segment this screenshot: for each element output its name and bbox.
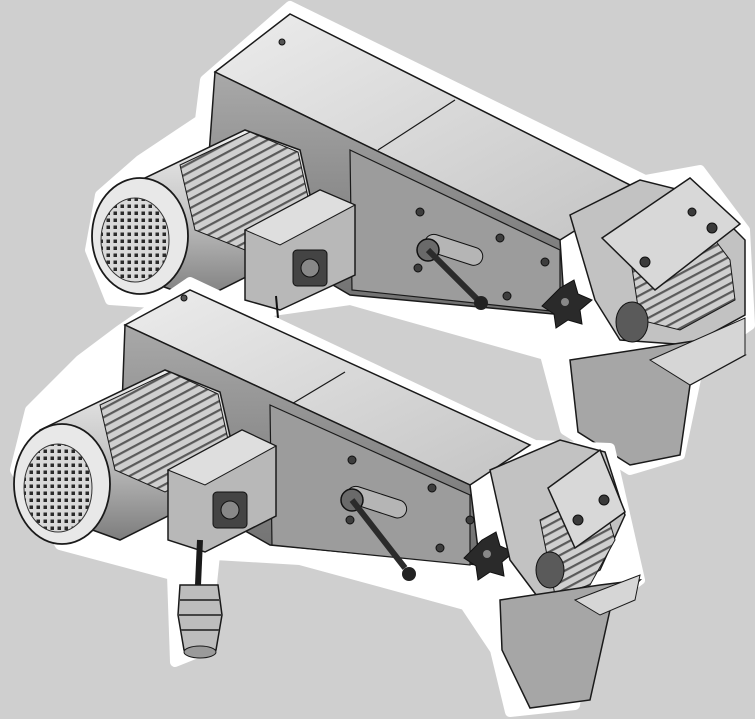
upper-grinder-head	[569, 177, 747, 466]
lower-star-knob	[463, 531, 515, 581]
lower-tension-lever	[340, 485, 416, 581]
upper-guard-wing-nuts	[639, 207, 718, 268]
lower-lever-knob	[402, 567, 416, 581]
lower-power-plug	[177, 539, 223, 659]
lower-switch-box	[166, 429, 278, 553]
lower-guard-plate	[547, 448, 626, 550]
lower-power-cable	[195, 539, 203, 586]
upper-machine	[85, 1, 755, 475]
upper-guard-plate	[600, 177, 742, 291]
lower-machine	[10, 277, 645, 717]
upper-top-cover-seam	[377, 99, 456, 151]
upper-switch-box	[243, 189, 357, 319]
lower-motor-fan-grille	[23, 443, 93, 533]
upper-lever-knob	[474, 296, 488, 310]
upper-contact-wheel	[615, 301, 649, 343]
lower-top-cover-seam	[289, 371, 346, 406]
lower-guard-wing-nuts	[572, 494, 610, 526]
lower-top-screw	[180, 294, 188, 302]
lower-panel-screws	[345, 455, 475, 553]
upper-tension-lever	[416, 233, 488, 310]
upper-panel-screws	[413, 207, 550, 301]
upper-top-screw	[278, 38, 286, 46]
upper-star-knob	[541, 279, 593, 329]
upper-motor-fan-grille	[100, 197, 170, 283]
lower-grinder-head	[489, 439, 643, 709]
lower-contact-wheel	[535, 551, 565, 589]
